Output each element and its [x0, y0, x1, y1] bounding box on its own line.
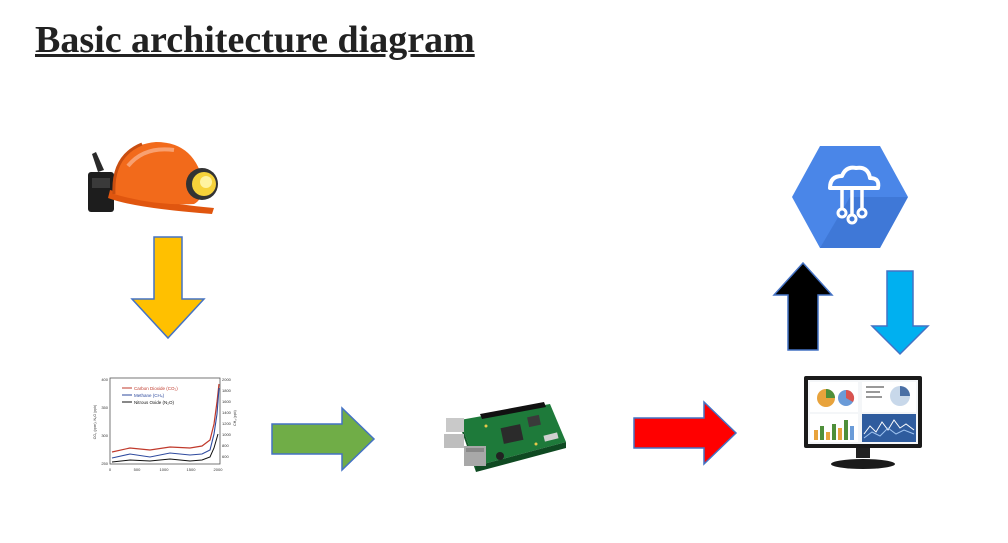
down-arrow-icon [870, 270, 930, 356]
left-tick: 350 [101, 405, 108, 410]
right-arrow-icon [271, 406, 376, 472]
right-axis-label: CH₄ (ppb) [233, 410, 237, 426]
right-tick: 1000 [222, 432, 232, 437]
gas-concentration-graph: Carbon Dioxide (CO₂) Methane (CH₄) Nitro… [90, 374, 240, 478]
x-tick: 1500 [187, 467, 197, 472]
right-tick: 800 [222, 443, 229, 448]
page-title: Basic architecture diagram [35, 19, 475, 61]
right-arrow-icon [633, 400, 738, 466]
legend-item-ch4: Methane (CH₄) [134, 393, 165, 398]
legend-item-co2: Carbon Dioxide (CO₂) [134, 386, 178, 391]
raspberry-pi-icon [444, 402, 566, 472]
x-tick: 1000 [160, 467, 170, 472]
cloud-iot-core-icon [792, 146, 908, 248]
up-arrow-icon [772, 262, 834, 351]
right-tick: 1800 [222, 388, 232, 393]
legend-item-n2o: Nitrous Oxide (N₂O) [134, 400, 175, 405]
down-arrow-icon [130, 236, 206, 340]
right-tick: 1200 [222, 421, 232, 426]
left-tick: 400 [101, 377, 108, 382]
x-tick: 0 [109, 467, 112, 472]
right-tick: 1600 [222, 399, 232, 404]
left-tick: 300 [101, 433, 108, 438]
left-tick: 250 [101, 461, 108, 466]
right-tick: 1400 [222, 410, 232, 415]
x-tick: 2000 [214, 467, 224, 472]
right-tick: 600 [222, 454, 229, 459]
right-tick: 2000 [222, 377, 232, 382]
miner-helmet-icon [88, 142, 218, 214]
left-axis-label: CO₂ (ppm), N₂O (ppb) [93, 405, 97, 439]
dashboard-monitor-icon [804, 376, 922, 469]
x-tick: 500 [134, 467, 141, 472]
